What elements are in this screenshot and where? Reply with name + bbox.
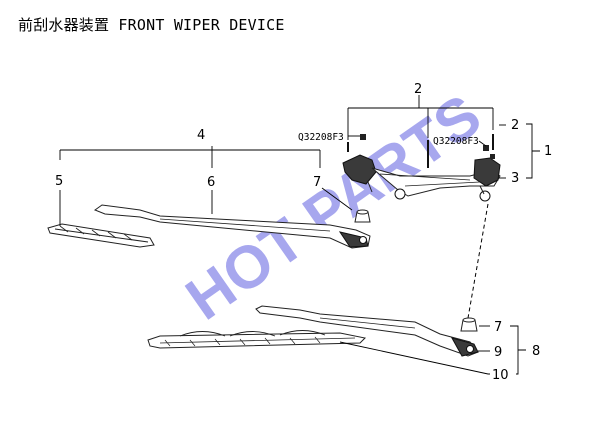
part-code-right: Q32208F3 xyxy=(433,136,479,147)
callout-4: 4 xyxy=(197,128,205,143)
alignment-dashed-line xyxy=(467,203,489,319)
callout-2-right: 2 xyxy=(511,118,519,133)
upper-wiper-arm xyxy=(93,204,371,249)
callout-9: 9 xyxy=(494,345,502,360)
lower-nut-cap xyxy=(460,317,478,332)
upper-wiper-blade xyxy=(47,223,155,248)
upper-nut-cap xyxy=(354,209,371,223)
callout-3: 3 xyxy=(511,171,519,186)
lower-wiper-blade xyxy=(147,330,367,349)
callout-10: 10 xyxy=(492,368,509,383)
callout-8: 8 xyxy=(532,344,540,359)
lower-wiper-arm xyxy=(255,305,479,357)
callout-5: 5 xyxy=(55,174,63,189)
part-code-left: Q32208F3 xyxy=(298,132,344,143)
callout-1: 1 xyxy=(544,144,552,159)
callout-6: 6 xyxy=(207,175,215,190)
callout-7-lower: 7 xyxy=(494,320,502,335)
callout-7-upper: 7 xyxy=(313,175,321,190)
diagram-title: 前刮水器装置 FRONT WIPER DEVICE xyxy=(18,16,285,34)
wiper-linkage xyxy=(342,134,501,202)
callout-2-top: 2 xyxy=(414,82,422,97)
watermark-text: HOT PARTS xyxy=(174,81,493,332)
leader-lines xyxy=(59,95,540,375)
